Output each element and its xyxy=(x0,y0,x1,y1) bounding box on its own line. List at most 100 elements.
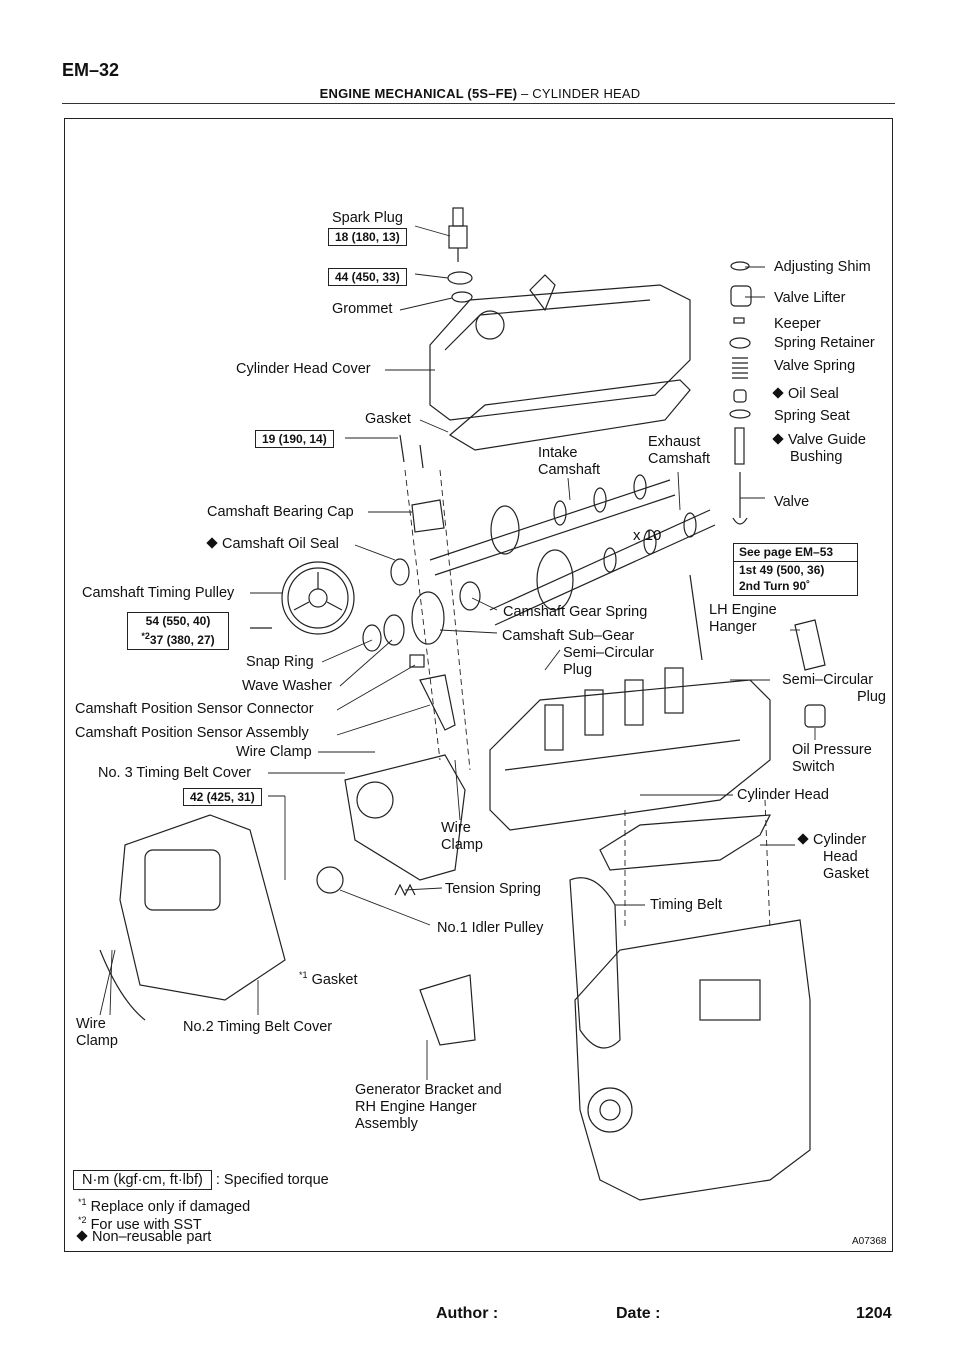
subsection-title: CYLINDER HEAD xyxy=(532,86,641,101)
label-wave-washer: Wave Washer xyxy=(242,678,332,694)
label-snap-ring: Snap Ring xyxy=(246,654,314,670)
cylinder-head-cover-part xyxy=(429,284,691,421)
cylinder-head-gasket-part xyxy=(599,814,772,871)
spark-plug-part xyxy=(448,207,468,262)
label-keeper: Keeper xyxy=(774,316,821,332)
engine-block-part xyxy=(574,919,811,1201)
legend-note3: Non–reusable part xyxy=(76,1229,211,1246)
torque-head-cover-bolt: 19 (190, 14) xyxy=(255,430,334,448)
diamond-icon xyxy=(76,1230,88,1242)
section-title: ENGINE MECHANICAL (5S–FE) xyxy=(319,86,518,101)
label-lh-hanger-line2: Hanger xyxy=(709,619,757,635)
label-cam-pos-sensor-assembly: Camshaft Position Sensor Assembly xyxy=(75,725,309,741)
star-marker: * xyxy=(299,970,303,980)
legend-note1: *1 Replace only if damaged xyxy=(78,1194,250,1216)
torque-spark-plug: 18 (180, 13) xyxy=(328,228,407,246)
label-lh-hanger-line1: LH Engine xyxy=(709,602,777,618)
star-marker: * xyxy=(141,631,145,641)
torque-head-bolt-1st: 1st 49 (500, 36) xyxy=(739,563,825,577)
label-adjusting-shim: Adjusting Shim xyxy=(774,259,871,275)
snap-ring-part xyxy=(362,624,382,652)
grommet-ring-part xyxy=(451,291,473,303)
label-no2-timing-belt-cover: No.2 Timing Belt Cover xyxy=(183,1019,333,1035)
label-chg-line1: Cylinder xyxy=(813,832,867,848)
marker-two: 2 xyxy=(144,631,150,641)
footer-author-label: Author : xyxy=(436,1305,499,1322)
label-semi-plug-r-line2: Plug xyxy=(856,689,886,705)
diamond-icon xyxy=(772,387,784,399)
legend-unit-desc: : Specified torque xyxy=(215,1172,329,1188)
timing-belt-part xyxy=(569,877,621,1049)
cylinder-head-part xyxy=(489,667,771,831)
valve-train-parts xyxy=(729,261,752,525)
wave-washer-part xyxy=(383,614,405,646)
figure-code: A07368 xyxy=(852,1236,887,1247)
label-ops-line1: Oil Pressure xyxy=(792,742,872,758)
label-exhaust-line2: Camshaft xyxy=(648,451,711,467)
label-cylinder-head-cover: Cylinder Head Cover xyxy=(236,361,371,377)
camshaft-bearing-cap-part xyxy=(411,499,445,533)
figure-frame xyxy=(64,118,893,1252)
label-tension-spring: Tension Spring xyxy=(445,881,541,897)
cam-position-sensor-part xyxy=(419,674,456,731)
legend-note1-text: Replace only if damaged xyxy=(90,1198,251,1215)
label-camshaft-oil-seal: Camshaft Oil Seal xyxy=(206,536,339,553)
label-valve-guide-line1: Valve Guide xyxy=(788,432,866,448)
label-semi-plug-l-line1: Semi–Circular xyxy=(563,645,655,661)
camshaft-oil-seal-part xyxy=(390,558,410,586)
legend-note2: *2 For use with SST xyxy=(78,1212,202,1234)
label-semi-plug-r-line1: Semi–Circular xyxy=(782,672,874,688)
label-no1-idler-pulley: No.1 Idler Pulley xyxy=(437,920,544,936)
label-timing-belt: Timing Belt xyxy=(650,897,722,913)
tension-spring-part xyxy=(394,883,416,897)
label-gasket: Gasket xyxy=(365,411,411,427)
star-marker: * xyxy=(78,1215,82,1225)
diamond-icon xyxy=(772,433,784,445)
label-gb-line2: RH Engine Hanger xyxy=(355,1099,477,1115)
label-wcm-line1: Wire xyxy=(441,820,471,836)
label-no3-timing-belt-cover: No. 3 Timing Belt Cover xyxy=(98,765,252,781)
diamond-icon xyxy=(797,833,809,845)
no3-timing-belt-cover-part xyxy=(344,754,466,881)
label-chg-line3: Gasket xyxy=(823,866,869,882)
label-valve-spring: Valve Spring xyxy=(774,358,856,374)
label-grommet: Grommet xyxy=(332,301,393,317)
cover-gasket-part xyxy=(448,379,691,451)
label-spark-plug: Spark Plug xyxy=(332,210,403,226)
label-chg-line2: Head xyxy=(823,849,858,865)
label-oil-seal: Oil Seal xyxy=(772,386,839,403)
torque-pulley-b: 37 (380, 27) xyxy=(149,633,215,647)
label-cylinder-head: Cylinder Head xyxy=(737,787,829,803)
oil-pressure-switch-part xyxy=(804,704,826,728)
gear-spring-part xyxy=(459,581,481,611)
label-spring-retainer: Spring Retainer xyxy=(774,335,875,351)
label-camshaft-timing-pulley: Camshaft Timing Pulley xyxy=(82,585,235,601)
torque-head-bolt-2nd: 2nd Turn 90˚ xyxy=(739,579,811,593)
no2-timing-belt-cover-part xyxy=(119,814,286,1001)
label-semi-plug-l-line2: Plug xyxy=(563,662,593,678)
label-oil-seal-text: Oil Seal xyxy=(788,386,839,402)
marker-one: 1 xyxy=(302,970,308,980)
diamond-icon xyxy=(206,537,218,549)
label-wcl-line2: Clamp xyxy=(76,1033,118,1049)
lh-engine-hanger-part xyxy=(794,619,826,671)
label-exhaust-line1: Exhaust xyxy=(648,434,701,450)
label-x10: x 10 xyxy=(633,527,662,544)
torque-head-bolt-box: See page EM–53 1st 49 (500, 36) 2nd Turn… xyxy=(733,543,858,596)
label-valve: Valve xyxy=(774,494,810,510)
header-separator: – xyxy=(521,86,529,101)
no1-idler-pulley-part xyxy=(316,866,344,894)
label-wcl-line1: Wire xyxy=(76,1016,106,1032)
label-intake-line2: Camshaft xyxy=(538,462,601,478)
label-camshaft-sub-gear: Camshaft Sub–Gear xyxy=(502,628,635,644)
label-camshaft-bearing-cap: Camshaft Bearing Cap xyxy=(207,504,354,520)
